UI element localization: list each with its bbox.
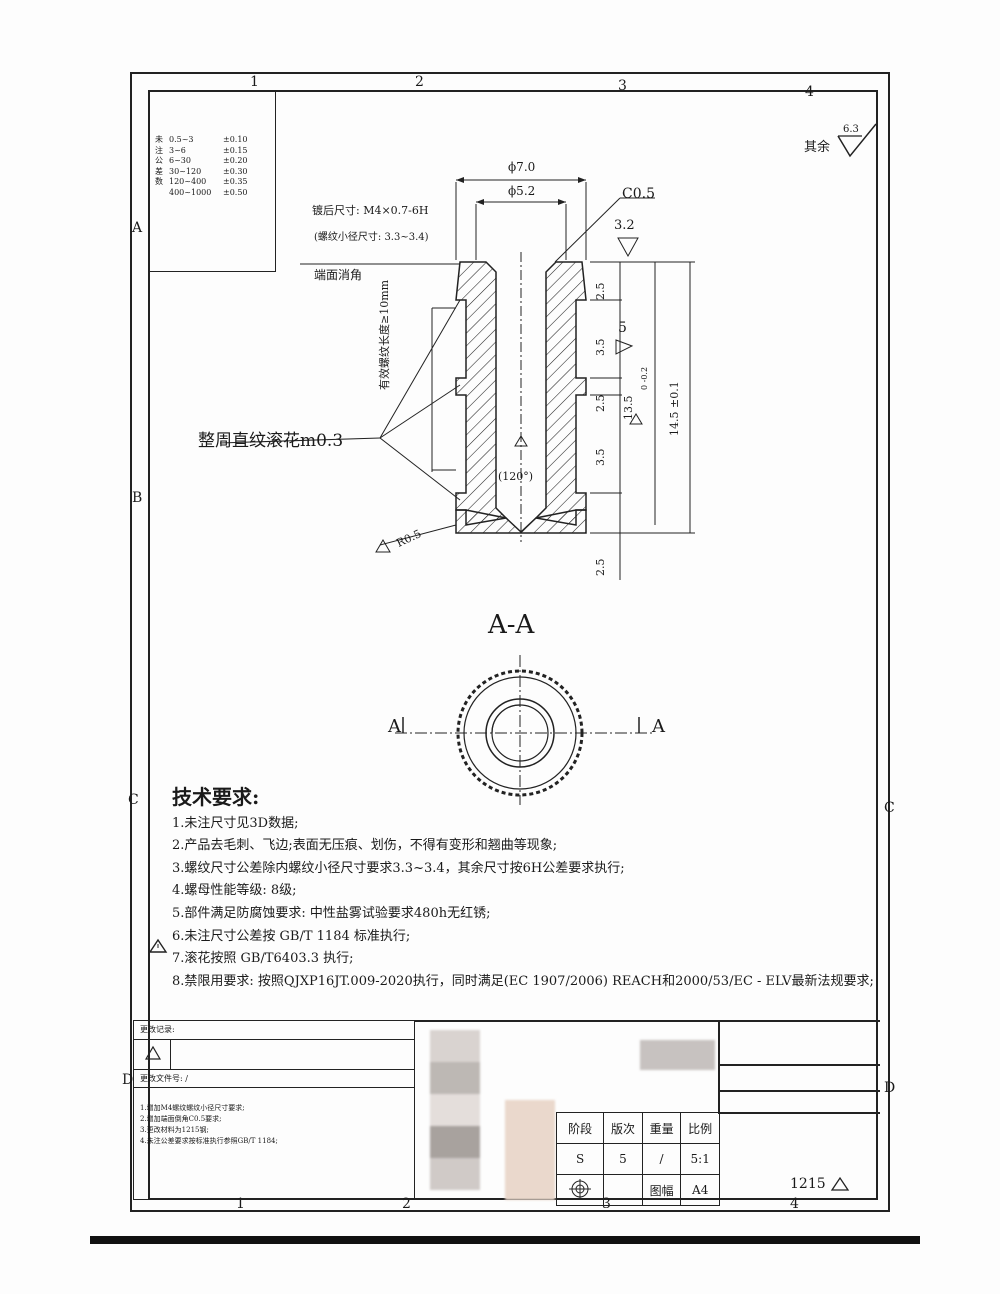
tb-stage: S	[555, 1143, 605, 1175]
material-triangle-icon	[830, 1176, 850, 1191]
zone-right-c: C	[884, 800, 895, 816]
revision-triangle-icon	[144, 1045, 162, 1060]
scan-edge	[90, 1236, 920, 1244]
inner-diameter-dim: ϕ5.2	[508, 184, 536, 198]
tech-item-4: 4.螺母性能等级: 8级;	[172, 883, 297, 899]
dim-3-5-bottom: 3.5	[594, 448, 607, 467]
zone-right-d: D	[884, 1080, 896, 1096]
surface-default-value: 6.3	[843, 124, 859, 135]
section-left-label: A	[388, 716, 401, 737]
tech-item-1: 1.未注尺寸见3D数据;	[172, 815, 299, 831]
knurl-note: 整周直纹滚花m0.3	[198, 431, 344, 451]
chamfer-dim: C0.5	[622, 186, 655, 202]
tb-header-weight: 重量	[641, 1112, 682, 1144]
dim-13-5-tolerance: 0 -0.2	[640, 366, 649, 390]
zone-left-b: B	[132, 490, 143, 506]
tb-empty	[603, 1174, 643, 1206]
tb-sheet-value: A4	[680, 1174, 720, 1206]
thread-size-note: 镀后尺寸: M4×0.7-6H	[312, 204, 429, 217]
minor-dia-note: (螺纹小径尺寸: 3.3~3.4)	[314, 232, 429, 243]
tb-version: 5	[603, 1143, 643, 1175]
outer-diameter-dim: ϕ7.0	[508, 160, 536, 174]
cross-section-view	[219, 177, 695, 580]
zone-left-d: D	[122, 1072, 134, 1088]
section-a-a-view	[395, 655, 655, 805]
zone-bottom-2: 2	[402, 1196, 411, 1212]
revision-note-2: 2.增加端面倒角C0.5要求;	[140, 1115, 222, 1123]
projection-symbol-cell	[555, 1174, 605, 1206]
tech-item-2: 2.产品去毛刺、飞边;表面无压痕、划伤，不得有变形和翘曲等现象;	[172, 838, 558, 854]
revision-record-box: 更改记录: 更改文件号: / 1.增加M4螺纹螺纹小径尺寸要求; 2.增加端面倒…	[133, 1020, 415, 1200]
tb-scale: 5:1	[680, 1143, 720, 1175]
tech-item-3: 3.螺纹尺寸公差除内螺纹小径尺寸要求3.3~3.4，其余尺寸按6H公差要求执行;	[172, 860, 625, 876]
zone-top-2: 2	[415, 74, 424, 90]
zone-left-c: C	[128, 792, 139, 808]
cone-angle-dim: (120°)	[498, 470, 534, 483]
tech-item-5: 5.部件满足防腐蚀要求: 中性盐雾试验要求480h无红锈;	[172, 905, 491, 921]
section-title: A-A	[488, 610, 535, 640]
tech-item-6: 6.未注尺寸公差按 GB/T 1184 标准执行;	[172, 928, 411, 944]
section-right-label: A	[652, 716, 665, 737]
revision-note-3: 3.更改材料为1215钢;	[140, 1126, 209, 1134]
zone-top-4: 4	[805, 84, 814, 100]
zone-bottom-1: 1	[236, 1196, 245, 1212]
redacted-area	[640, 1040, 715, 1070]
tech-title: 技术要求:	[172, 785, 260, 809]
zone-bottom-4: 4	[790, 1196, 799, 1212]
dim-13-5: 13.5	[622, 395, 635, 421]
tech-item-8: 8.禁限用要求: 按照QJXP16JT.009-2020执行，同时满足(EC 1…	[172, 973, 874, 989]
roughness-3-2: 3.2	[614, 218, 635, 233]
revision-note-4: 4.未注公差要求按标准执行参照GB/T 1184;	[140, 1137, 278, 1145]
dim-2-5-top: 2.5	[594, 282, 607, 301]
zone-left-a: A	[132, 220, 143, 236]
dim-2-5-bottom: 2.5	[594, 558, 607, 577]
projection-symbol-icon	[569, 1178, 592, 1199]
revision-note-1: 1.增加M4螺纹螺纹小径尺寸要求;	[140, 1104, 245, 1112]
end-chamfer-note: 端面消角	[314, 268, 363, 282]
zone-top-3: 3	[618, 78, 627, 94]
tb-header-scale: 比例	[680, 1112, 720, 1144]
technical-requirements: 技术要求: 1.未注尺寸见3D数据; 2.产品去毛刺、飞边;表面无压痕、划伤，不…	[172, 786, 874, 993]
tb-header-version: 版次	[603, 1112, 643, 1144]
dim-2-5-mid: 2.5	[594, 394, 607, 413]
title-block-table: 阶段 版次 重量 比例 S 5 / 5:1 图幅 A4	[555, 1112, 720, 1206]
material-code: 1215	[790, 1176, 826, 1192]
dim-14-5: 14.5 ±0.1	[668, 381, 681, 436]
roughness-5: 5	[618, 320, 627, 336]
tb-weight: /	[641, 1143, 682, 1175]
redacted-area	[430, 1030, 480, 1190]
revision-heading: 更改记录:	[140, 1025, 175, 1034]
zone-top-1: 1	[250, 74, 259, 90]
roughness-symbol-icon	[837, 123, 877, 158]
thread-length-note: 有效螺纹长度≥10mm	[378, 279, 391, 390]
surface-default-label: 其余	[804, 140, 831, 155]
revision-file-no: 更改文件号: /	[140, 1074, 188, 1083]
tb-header-stage: 阶段	[555, 1112, 605, 1144]
tech-item-7: 7.滚花按照 GB/T6403.3 执行;	[172, 951, 354, 967]
dim-3-5-top: 3.5	[594, 338, 607, 357]
redacted-area	[505, 1100, 555, 1200]
warning-triangle-icon	[148, 938, 168, 953]
tb-sheet-label: 图幅	[641, 1174, 682, 1206]
drawing-outer-border	[130, 72, 890, 1212]
